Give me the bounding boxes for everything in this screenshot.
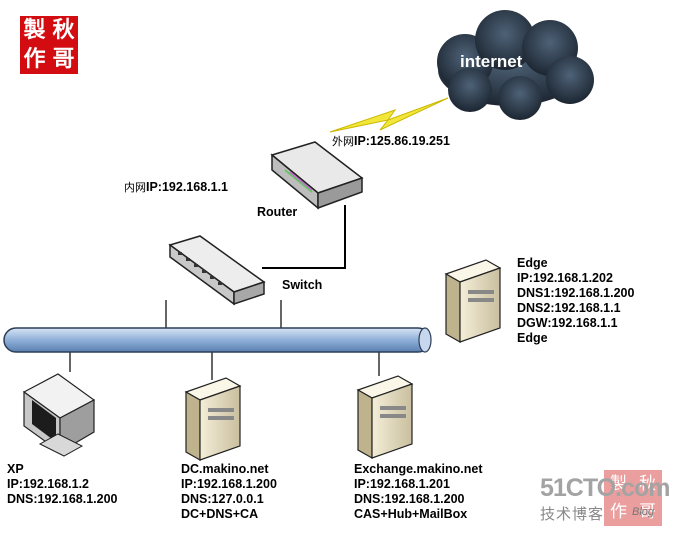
dc-server-icon (184, 377, 242, 462)
wan-link-lightning-icon (329, 97, 449, 133)
switch-icon (168, 235, 266, 306)
switch-name-label: Switch (282, 278, 323, 292)
watermark-tagline: 技术博客 (540, 505, 605, 523)
xp-line: DNS:192.168.1.200 (7, 492, 118, 506)
watermark-seal-stamp: 製秋 作哥 (604, 470, 662, 526)
exchange-line: Exchange.makino.net (354, 462, 483, 476)
router-name-label: Router (257, 205, 298, 219)
xp-line: XP (7, 462, 24, 476)
edge-server-icon (444, 259, 502, 344)
router-inner-ip-label: 内网IP:192.168.1.1 (124, 180, 229, 194)
dc-line: DC+DNS+CA (181, 507, 259, 521)
lan-backbone-bus (3, 327, 432, 353)
router-icon (270, 141, 364, 210)
exchange-line: IP:192.168.1.201 (354, 477, 450, 491)
xp-workstation-icon (22, 373, 96, 457)
network-drop-lines (69, 300, 380, 380)
watermark-site: 51CTO.com (540, 474, 670, 502)
xp-workstation-info: XP IP:192.168.1.2 DNS:192.168.1.200 (7, 462, 118, 507)
edge-line: DGW:192.168.1.1 (517, 316, 618, 330)
edge-line: DNS1:192.168.1.200 (517, 286, 635, 300)
exchange-line: CAS+Hub+MailBox (354, 507, 468, 521)
watermark-blog: Blog (632, 506, 655, 518)
exchange-server-info: Exchange.makino.net IP:192.168.1.201 DNS… (354, 462, 483, 522)
router-switch-cable (262, 205, 346, 269)
xp-line: IP:192.168.1.2 (7, 477, 90, 491)
internet-cloud-icon (437, 10, 594, 120)
dc-line: DC.makino.net (181, 462, 269, 476)
author-seal-stamp: 製秋 作哥 (20, 16, 78, 74)
edge-line: Edge (517, 256, 548, 270)
dc-server-info: DC.makino.net IP:192.168.1.200 DNS:127.0… (181, 462, 277, 522)
dc-line: DNS:127.0.0.1 (181, 492, 264, 506)
exchange-line: DNS:192.168.1.200 (354, 492, 465, 506)
internet-label: internet (460, 52, 523, 71)
router-outer-ip-label: 外网IP:125.86.19.251 (332, 134, 450, 148)
dc-line: IP:192.168.1.200 (181, 477, 277, 491)
edge-line: DNS2:192.168.1.1 (517, 301, 621, 315)
edge-server-info: Edge IP:192.168.1.202 DNS1:192.168.1.200… (517, 256, 634, 346)
exchange-server-icon (356, 375, 414, 460)
edge-line: IP:192.168.1.202 (517, 271, 613, 285)
edge-line: Edge (517, 331, 548, 345)
